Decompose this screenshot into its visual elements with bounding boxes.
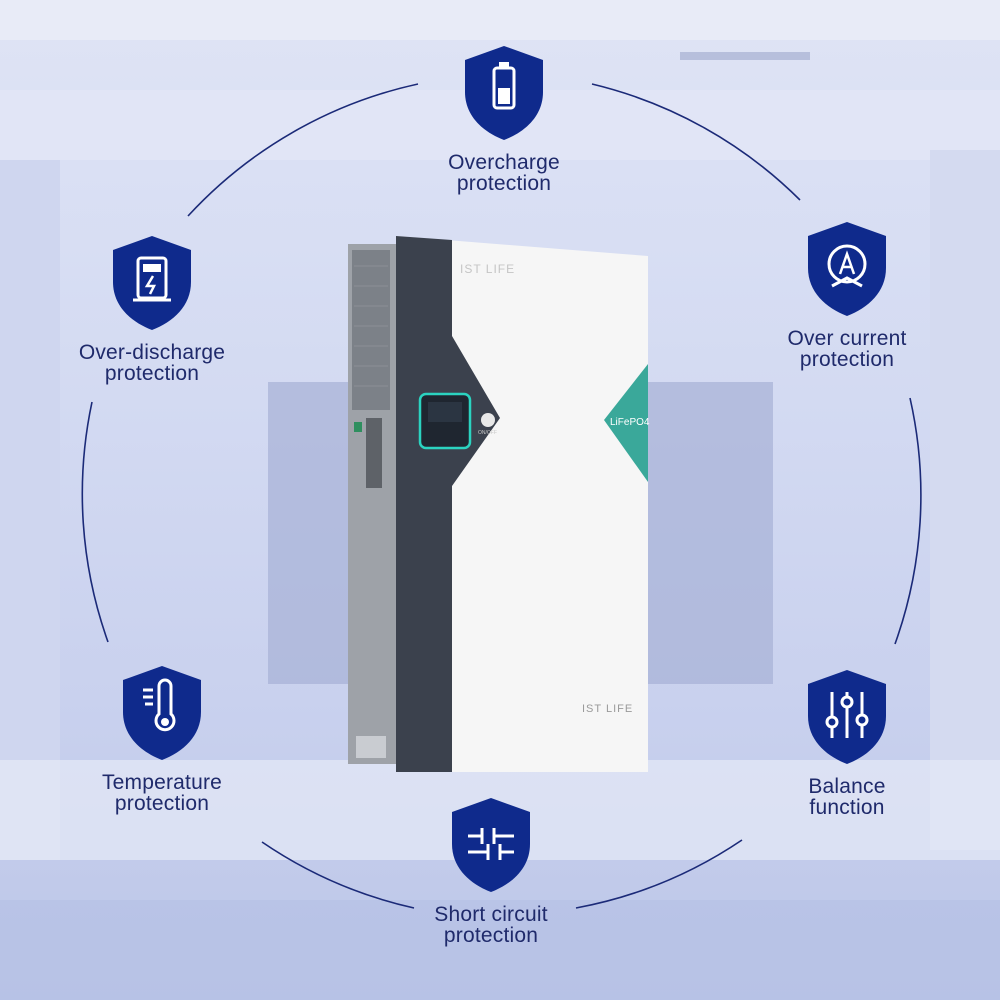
battery-power-label: ON/OFF (478, 430, 497, 436)
feature-overcharge: Overcharge protection (394, 44, 614, 194)
ring-arc-bottom-left (261, 841, 415, 909)
ring-arc-top-left (187, 83, 419, 217)
battery-dark-band (396, 236, 500, 772)
feature-overcharge-label: Overcharge protection (448, 151, 560, 195)
ammeter-icon (808, 222, 886, 316)
battery-brand-bottom: IST LIFE (582, 703, 634, 715)
feature-over-current: Over current protection (737, 220, 957, 370)
battery-icon (465, 46, 543, 140)
ring-arc-left (81, 401, 109, 643)
power-button[interactable] (481, 413, 495, 427)
feature-over-discharge-label: Over-discharge protection (78, 341, 226, 385)
ring-arc-right (894, 397, 922, 645)
ring-arc-bottom-right (575, 839, 743, 909)
battery-display-lcd (428, 402, 462, 422)
battery-side-vent (352, 250, 390, 410)
side-connector-panel (366, 418, 382, 488)
discharge-plug-icon (113, 236, 191, 330)
short-circuit-icon (452, 798, 530, 892)
feature-over-current-label: Over current protection (787, 327, 907, 371)
side-port-led (354, 422, 362, 432)
side-handle (356, 736, 386, 758)
feature-balance: Balance function (737, 668, 957, 818)
ring-arc-top-right (591, 83, 801, 201)
battery-brand-top: IST LIFE (460, 262, 516, 276)
balance-sliders-icon (808, 670, 886, 764)
battery-unit (348, 236, 648, 772)
feature-temperature: Temperature protection (52, 664, 272, 814)
feature-balance-label: Balance function (808, 775, 886, 819)
feature-temperature-label: Temperature protection (101, 771, 223, 815)
battery-teal-accent (604, 364, 648, 482)
feature-short-circuit-label: Short circuit protection (434, 903, 548, 947)
battery-chemistry-label: LiFePO4 (610, 417, 650, 428)
feature-short-circuit: Short circuit protection (381, 796, 601, 946)
thermometer-icon (123, 666, 201, 760)
feature-over-discharge: Over-discharge protection (42, 234, 262, 384)
